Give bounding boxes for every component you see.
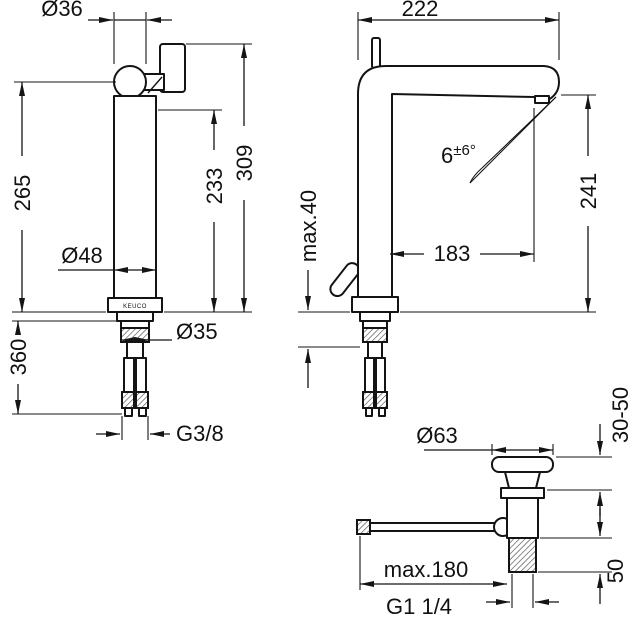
dim-body-diameter: Ø48 [58, 243, 156, 273]
dim-label-shank-diameter: Ø35 [176, 319, 218, 344]
dim-label-spout-angle: 6±6° [441, 142, 476, 168]
dim-label-rod-length: max.180 [384, 557, 468, 582]
dim-spout-height: 241 [400, 94, 601, 313]
dim-handle-diameter: Ø36 [41, 0, 172, 64]
dim-label-plug-diameter: Ø63 [416, 423, 458, 448]
dim-label-drain-thread: G1 1/4 [386, 594, 452, 619]
fitting-tip-right [138, 407, 147, 417]
dim-height-to-spout: 233 [158, 109, 252, 313]
aerator-outlet [534, 95, 550, 104]
supply-hose-left [123, 357, 135, 393]
shank-side [367, 341, 383, 359]
dim-label-total-height: 309 [232, 145, 257, 182]
base-flange-side [351, 296, 399, 313]
shank-front [126, 341, 144, 359]
dim-label-supply-thread: G3/8 [176, 421, 224, 446]
dim-label-deck-thickness: max.40 [296, 190, 321, 262]
front-view: KEUCO Ø36 265 [6, 0, 257, 446]
dim-shank-diameter: Ø35 [121, 319, 218, 344]
drain-assembly [356, 456, 554, 573]
hose-fitting-right [135, 391, 149, 409]
dim-supply-thread: G3/8 [96, 416, 224, 446]
dim-spout-angle: 6±6° [441, 96, 557, 184]
pull-rod-end [356, 519, 371, 535]
pull-rod [361, 522, 503, 532]
drain-body [506, 497, 539, 539]
drain-view: Ø63 30-50 50 max.180 [356, 387, 633, 619]
dim-label-hose-length: 360 [6, 339, 31, 376]
dim-label-thread-length: 50 [603, 559, 628, 583]
collar-side [362, 320, 388, 329]
dim-drain-thread: G1 1/4 [386, 574, 559, 619]
dim-thread-length: 50 [538, 508, 628, 604]
body-column-front [113, 95, 157, 299]
dim-hose-length: 360 [6, 320, 122, 415]
faucet-side-body [329, 37, 560, 417]
hose-fitting-side-left [362, 391, 375, 409]
drain-seat [500, 487, 545, 499]
dim-rod-length: max.180 [359, 536, 507, 590]
spout-profile [357, 65, 560, 313]
faucet-front-body: KEUCO [107, 43, 186, 417]
dim-label-body-diameter: Ø48 [61, 243, 103, 268]
dim-plug-lift-range: 30-50 [547, 387, 633, 516]
hose-fitting-left [121, 391, 135, 409]
dim-spout-reach: 183 [390, 108, 535, 266]
dim-total-height: 309 [186, 43, 257, 312]
escutcheon-side [359, 311, 391, 322]
fitting-tip-side-left [365, 407, 373, 417]
dim-label-height-to-spout: 233 [202, 168, 227, 205]
fitting-tip-side-right [378, 407, 386, 417]
drain-thread-section [508, 537, 537, 573]
joystick-handle-side [371, 37, 381, 69]
dim-deck-thickness: max.40 [296, 190, 360, 388]
plug-neck [504, 471, 541, 489]
side-lever [329, 262, 361, 298]
supply-hose-side-right [375, 357, 386, 393]
pivot-circle [113, 65, 147, 99]
dim-label-depth: 222 [402, 0, 439, 21]
dim-label-handle-diameter: Ø36 [41, 0, 83, 21]
collar-front [120, 320, 150, 329]
escutcheon-front [116, 311, 154, 322]
plug-cap [491, 456, 554, 473]
locknut-side [362, 327, 388, 343]
lever-handle-front [159, 43, 186, 93]
side-view: 222 6±6° max.40 183 [296, 0, 601, 417]
dim-label-spout-reach: 183 [434, 241, 471, 266]
dim-label-plug-lift-range: 30-50 [608, 387, 633, 443]
brand-logo: KEUCO [123, 304, 147, 310]
dim-plug-diameter: Ø63 [416, 423, 554, 455]
lever-seam-line [147, 76, 163, 94]
dim-label-height-to-handle: 265 [10, 175, 35, 212]
dim-height-to-handle: 265 [10, 81, 116, 313]
supply-hose-right [135, 357, 147, 393]
fitting-tip-left [124, 407, 133, 417]
dim-label-spout-height: 241 [576, 173, 601, 210]
dim-depth: 222 [357, 0, 560, 60]
hose-fitting-side-right [375, 391, 388, 409]
supply-hose-side-left [364, 357, 375, 393]
